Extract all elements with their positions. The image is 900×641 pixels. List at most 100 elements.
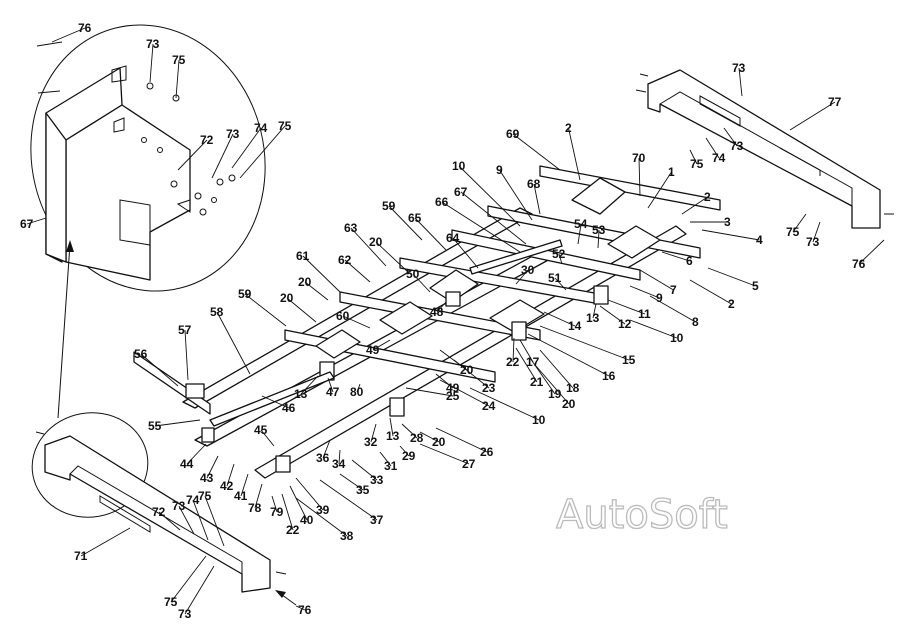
callout-label-67: 67 — [454, 185, 468, 199]
callout-leader-2 — [568, 127, 581, 181]
callout-leader-58 — [216, 311, 251, 375]
callout-label-42: 42 — [220, 479, 234, 493]
callout-label-20: 20 — [298, 275, 312, 289]
callout-leader-20 — [419, 431, 440, 443]
callout-label-69: 69 — [506, 127, 520, 141]
callout-label-16: 16 — [602, 369, 616, 383]
callout-label-28: 28 — [410, 431, 424, 445]
callout-leader-75 — [792, 213, 807, 233]
callout-label-54: 54 — [574, 217, 588, 231]
main-frame — [133, 165, 721, 479]
callout-label-68: 68 — [527, 177, 541, 191]
callout-label-74: 74 — [254, 121, 268, 135]
callout-leader-64 — [452, 237, 479, 269]
callout-leader-73 — [723, 127, 738, 147]
bolt-arrow-76 — [275, 590, 297, 606]
callout-leader-33 — [351, 459, 378, 481]
callout-leader-67 — [460, 191, 527, 245]
callout-leader-57 — [184, 329, 189, 381]
callout-leader-10 — [458, 165, 521, 227]
callout-leader-76 — [295, 605, 306, 611]
callout-label-65: 65 — [408, 211, 422, 225]
callout-leader-49 — [372, 339, 391, 351]
callout-label-25: 25 — [446, 389, 460, 403]
callout-leader-18 — [539, 349, 574, 389]
callout-label-9: 9 — [656, 291, 663, 305]
callout-leader-70 — [638, 157, 641, 197]
callout-leader-25 — [405, 387, 454, 397]
callout-leader-68 — [533, 183, 541, 215]
callout-label-11: 11 — [638, 307, 651, 321]
callout-label-20: 20 — [369, 235, 383, 249]
callout-leader-22 — [512, 337, 515, 363]
callout-leader-28 — [401, 423, 418, 439]
callout-leader-74 — [231, 127, 262, 169]
callout-leader-73 — [211, 133, 234, 179]
callout-leader-34 — [338, 449, 341, 465]
callout-leader-61 — [302, 255, 341, 293]
rear-bumper — [635, 69, 894, 229]
callout-label-19: 19 — [548, 387, 562, 401]
callout-leader-54 — [577, 223, 582, 245]
callout-leader-52 — [558, 253, 563, 265]
callout-label-60: 60 — [336, 309, 350, 323]
callout-leader-13 — [300, 375, 319, 395]
callout-leader-27 — [419, 443, 470, 465]
callout-label-53: 53 — [592, 223, 606, 237]
callout-leader-63 — [350, 227, 387, 267]
callout-leader-72 — [158, 511, 181, 531]
callout-label-12: 12 — [618, 317, 632, 331]
callout-leader-59 — [244, 293, 287, 327]
callout-label-70: 70 — [632, 151, 646, 165]
callout-label-73: 73 — [806, 235, 820, 249]
callout-label-49: 49 — [446, 381, 460, 395]
callout-leader-77 — [789, 101, 836, 131]
callout-leader-21 — [515, 347, 538, 383]
callout-leader-15 — [539, 325, 630, 361]
callout-leader-26 — [435, 427, 488, 453]
callout-leader-73 — [812, 221, 821, 243]
callout-leader-35 — [339, 473, 364, 491]
callout-leader-48 — [436, 301, 447, 313]
callout-leader-73 — [178, 505, 195, 535]
callout-label-45: 45 — [254, 423, 268, 437]
callout-leader-9 — [629, 285, 660, 299]
callout-label-22: 22 — [506, 355, 520, 369]
callout-leader-43 — [206, 455, 219, 479]
callout-leader-69 — [512, 133, 561, 171]
front-bumper — [31, 412, 287, 593]
callout-label-10: 10 — [532, 413, 546, 427]
callout-label-43: 43 — [200, 471, 214, 485]
callout-label-14: 14 — [568, 319, 582, 333]
callout-leader-16 — [527, 333, 610, 377]
callout-label-50: 50 — [406, 267, 420, 281]
callout-leader-55 — [154, 419, 201, 427]
callout-leader-71 — [80, 527, 131, 557]
callout-leader-32 — [370, 423, 377, 443]
callout-leader-74 — [705, 137, 720, 159]
callout-label-4: 4 — [756, 233, 763, 247]
callout-leader-46 — [261, 395, 290, 409]
callout-leader-10 — [629, 319, 678, 339]
callout-label-36: 36 — [316, 451, 330, 465]
callout-label-15: 15 — [622, 353, 636, 367]
callout-label-74: 74 — [186, 493, 200, 507]
callout-label-35: 35 — [356, 483, 370, 497]
callout-label-78: 78 — [248, 501, 262, 515]
callout-leader-19 — [529, 357, 556, 395]
callout-label-2: 2 — [728, 297, 735, 311]
callout-label-29: 29 — [402, 449, 416, 463]
callout-label-71: 71 — [74, 549, 88, 563]
callout-leader-29 — [399, 445, 410, 457]
callout-leader-51 — [554, 277, 567, 291]
callout-label-41: 41 — [234, 489, 248, 503]
callout-label-72: 72 — [152, 505, 166, 519]
callout-label-57: 57 — [178, 323, 192, 337]
callout-leader-66 — [441, 201, 521, 253]
callout-label-20: 20 — [280, 291, 294, 305]
callout-leader-2 — [689, 279, 732, 305]
callout-label-13: 13 — [294, 387, 308, 401]
